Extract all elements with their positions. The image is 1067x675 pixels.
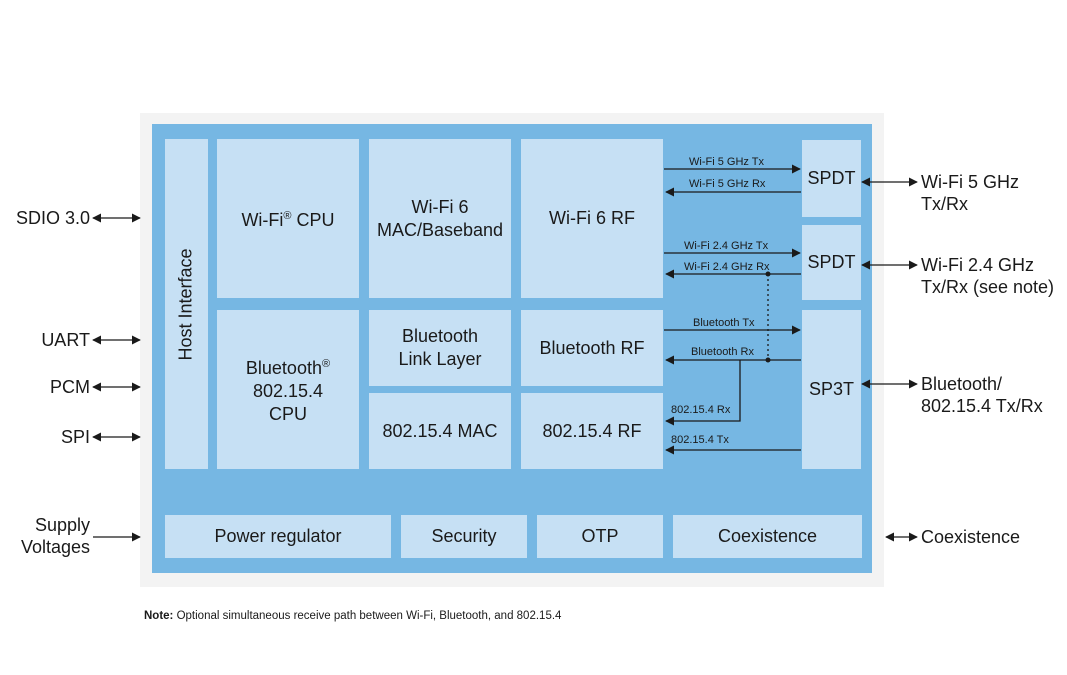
wifi24-tx-label: Wi-Fi 2.4 GHz Tx: [684, 240, 769, 252]
sp3t-block: SP3T: [802, 310, 861, 469]
bt-tx-label: Bluetooth Tx: [693, 317, 755, 329]
wifi-cpu-block: Wi-Fi® CPU: [217, 139, 359, 298]
wifi-mac-block: Wi-Fi 6 MAC/Baseband: [369, 139, 511, 298]
wifi-cpu-label: Wi-Fi® CPU: [241, 205, 334, 232]
power-regulator-block: Power regulator: [165, 515, 391, 558]
wifi-rf-block: Wi-Fi 6 RF: [521, 139, 663, 298]
wifi5-ext-label: Wi-Fi 5 GHz Tx/Rx: [921, 172, 1019, 214]
coexistence-block: Coexistence: [673, 515, 862, 558]
wifi-cpu-suffix: CPU: [291, 210, 335, 230]
rf-154-block: 802.15.4 RF: [521, 393, 663, 469]
otp-block: OTP: [537, 515, 663, 558]
bt-link-layer-block: Bluetooth Link Layer: [369, 310, 511, 386]
rx-154-line: [665, 360, 741, 426]
footnote-text: Optional simultaneous receive path betwe…: [173, 610, 562, 622]
bt-ext-label: Bluetooth/ 802.15.4 Tx/Rx: [921, 374, 1043, 416]
uart-label: UART: [41, 330, 90, 350]
security-block: Security: [401, 515, 527, 558]
bt-cpu-block: Bluetooth® 802.15.4 CPU: [217, 310, 359, 469]
registered-mark: ®: [283, 210, 292, 222]
bt-rf-block: Bluetooth RF: [521, 310, 663, 386]
coex-ext-label: Coexistence: [921, 527, 1021, 547]
mac-154-block: 802.15.4 MAC: [369, 393, 511, 469]
wifi-cpu-text: Wi-Fi: [241, 210, 284, 230]
registered-mark: ®: [321, 358, 331, 370]
footnote: Note: Optional simultaneous receive path…: [144, 610, 561, 622]
pcm-label: PCM: [50, 377, 90, 397]
junction-dot: [765, 271, 771, 277]
bt-rx-label: Bluetooth Rx: [691, 346, 754, 358]
wifi5-rx-label: Wi-Fi 5 GHz Rx: [689, 178, 766, 190]
rx-154-label: 802.15.4 Rx: [671, 404, 731, 416]
spi-label: SPI: [60, 427, 90, 447]
junction-dot: [765, 357, 771, 363]
footnote-label: Note:: [144, 610, 174, 622]
sdio-label: SDIO 3.0: [15, 208, 90, 228]
spdt-5ghz-block: SPDT: [802, 140, 861, 217]
tx-154-label: 802.15.4 Tx: [671, 434, 729, 446]
supply-voltages-label: Supply Voltages: [20, 515, 90, 557]
wifi24-ext-label: Wi-Fi 2.4 GHz Tx/Rx (see note): [921, 255, 1055, 297]
bt-cpu-line1: Bluetooth: [245, 358, 322, 378]
wifi24-rx-label: Wi-Fi 2.4 GHz Rx: [684, 261, 770, 273]
bt-cpu-label: Bluetooth® 802.15.4 CPU: [246, 353, 330, 426]
bt-cpu-line2: 802.15.4 CPU: [252, 381, 324, 424]
wifi5-tx-label: Wi-Fi 5 GHz Tx: [689, 156, 764, 168]
host-interface-block: Host Interface: [165, 139, 208, 469]
spdt-24ghz-block: SPDT: [802, 225, 861, 300]
